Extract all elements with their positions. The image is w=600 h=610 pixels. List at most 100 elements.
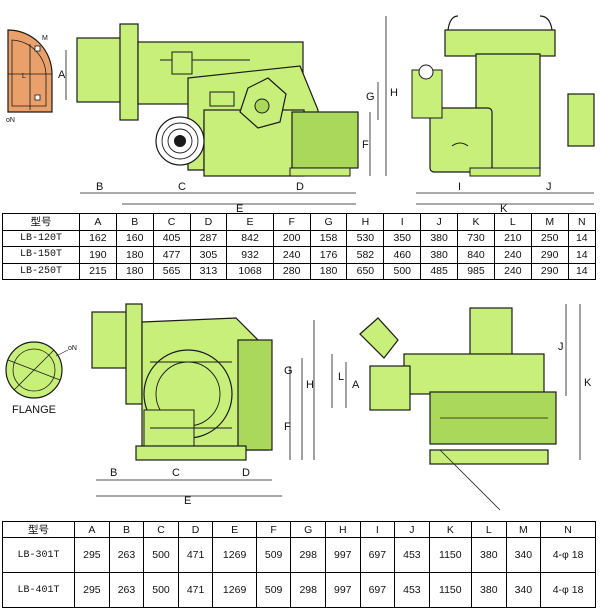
table-cell: 500 <box>143 537 179 573</box>
table-cell: 1150 <box>428 537 473 573</box>
table-cell: 250 <box>530 229 569 247</box>
table-cell: 985 <box>457 262 495 280</box>
table-cell: 1068 <box>226 262 274 280</box>
header-cell: B <box>115 213 154 231</box>
table-row: LB-120T 162 160 405 287 842 200 158 530 … <box>2 229 597 247</box>
header-cell: L <box>471 521 507 538</box>
table-row: LB-401T 295 263 500 471 1269 509 298 997… <box>1 572 596 608</box>
model-cell: LB-120T <box>2 229 80 247</box>
bottom-dimension-lines <box>96 304 581 497</box>
header-cell: I <box>359 521 396 538</box>
table-cell: 4-φ 18 <box>540 537 596 573</box>
dim-letter-c: C <box>178 181 186 193</box>
bottom-burner-drawing: oN FLANGE B C <box>5 303 592 511</box>
top-dimension-lines <box>65 16 594 205</box>
dim-letter-h: H <box>390 87 398 99</box>
header-cell: C <box>152 213 191 231</box>
dim-letter-e: E <box>236 203 243 212</box>
table-cell: 697 <box>359 572 396 608</box>
dim-letter-d: D <box>242 467 250 479</box>
header-cell: H <box>346 213 385 231</box>
header-cell: L <box>493 213 532 231</box>
table-row: LB-301T 295 263 500 471 1269 509 298 997… <box>1 537 596 573</box>
table-cell: 730 <box>457 229 495 247</box>
table-cell: 460 <box>383 246 422 264</box>
header-cell: G <box>309 213 348 231</box>
table-cell: 405 <box>152 229 191 247</box>
dim-letter-l: L <box>338 371 344 383</box>
header-cell: I <box>383 213 422 231</box>
table-cell: 471 <box>177 537 214 573</box>
table-cell: 509 <box>255 537 292 573</box>
inset-letter-l: L <box>22 73 26 80</box>
table-cell: 380 <box>471 572 507 608</box>
table-cell: 932 <box>226 246 274 264</box>
header-cell: M <box>505 521 542 538</box>
table-cell: 477 <box>152 246 191 264</box>
table-cell: 298 <box>290 572 326 608</box>
table-header-row: 型号 A B C D E F G H I J K L M N <box>2 213 597 231</box>
table-cell: 14 <box>567 246 597 264</box>
table-cell: 210 <box>493 229 532 247</box>
table-cell: 176 <box>309 246 348 264</box>
table-cell: 305 <box>189 246 228 264</box>
table-cell: 215 <box>78 262 117 280</box>
table-cell: 190 <box>78 246 117 264</box>
header-cell: K <box>457 213 495 231</box>
table-cell: 842 <box>226 229 274 247</box>
table-cell: 380 <box>420 246 459 264</box>
dim-letter-e: E <box>184 495 191 507</box>
table-cell: 280 <box>272 262 311 280</box>
table-cell: 290 <box>530 262 569 280</box>
table-cell: 485 <box>420 262 459 280</box>
table-cell: 263 <box>108 572 145 608</box>
table-cell: 350 <box>383 229 422 247</box>
table-cell: 697 <box>359 537 396 573</box>
dim-letter-j: J <box>546 181 552 193</box>
header-cell: 型号 <box>2 213 80 231</box>
table-cell: 180 <box>115 246 154 264</box>
table-cell: 313 <box>189 262 228 280</box>
table-cell: 340 <box>505 572 542 608</box>
table-cell: 380 <box>471 537 507 573</box>
flange-label: FLANGE <box>12 404 56 416</box>
header-cell: K <box>428 521 473 538</box>
table-cell: 4-φ 18 <box>540 572 596 608</box>
header-cell: B <box>108 521 145 538</box>
table-cell: 453 <box>394 537 430 573</box>
header-cell: D <box>189 213 228 231</box>
table-cell: 240 <box>493 246 532 264</box>
table-cell: 180 <box>115 262 154 280</box>
header-cell: J <box>394 521 430 538</box>
top-front-view <box>411 15 595 177</box>
inset-letter-m: M <box>42 35 48 42</box>
table-cell: 240 <box>272 246 311 264</box>
table-cell: 565 <box>152 262 191 280</box>
model-cell: LB-301T <box>1 537 76 573</box>
header-cell: E <box>226 213 274 231</box>
header-cell: G <box>290 521 326 538</box>
table-cell: 240 <box>493 262 532 280</box>
top-burner-drawing: M L oN <box>6 15 595 212</box>
table-cell: 200 <box>272 229 311 247</box>
header-cell: A <box>74 521 110 538</box>
inset-letter-on: oN <box>6 117 15 124</box>
table-cell: 530 <box>346 229 385 247</box>
table-cell: 997 <box>324 537 361 573</box>
spec-table-top: 型号 A B C D E F G H I J K L M N LB-120T 1… <box>2 213 597 280</box>
table-cell: 582 <box>346 246 385 264</box>
table-cell: 180 <box>309 262 348 280</box>
table-row: LB-250T 215 180 565 313 1068 280 180 650… <box>2 262 597 280</box>
table-cell: 509 <box>255 572 292 608</box>
table-cell: 1269 <box>212 572 257 608</box>
table-cell: 14 <box>567 229 597 247</box>
table-cell: 650 <box>346 262 385 280</box>
table-header-row: 型号 A B C D E F G H I J K L M N <box>1 521 596 538</box>
header-cell: F <box>255 521 292 538</box>
table-cell: 298 <box>290 537 326 573</box>
dim-letter-j: J <box>558 341 564 353</box>
header-cell: C <box>143 521 179 538</box>
table-cell: 380 <box>420 229 459 247</box>
dim-letter-k: K <box>584 377 592 389</box>
dim-letter-f: F <box>362 139 369 151</box>
